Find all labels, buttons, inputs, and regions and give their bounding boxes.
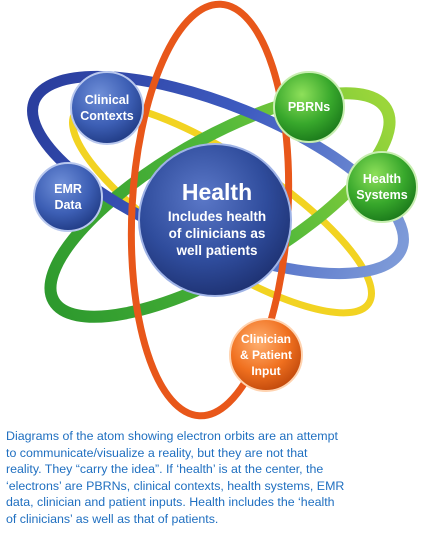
caption-line-2: to communicate/visualize a reality, but … bbox=[6, 445, 308, 460]
electron-clinical-contexts-line-2: Contexts bbox=[80, 109, 134, 123]
electron-health-systems-line-1: Health bbox=[363, 172, 401, 186]
caption-line-6: of clinicians’ as well as that of patien… bbox=[6, 511, 219, 526]
caption-line-5: data, clinician and patient inputs. Heal… bbox=[6, 495, 335, 510]
electron-clinician-patient-input: Clinician & Patient Input bbox=[229, 318, 303, 392]
electron-health-systems-line-2: Systems bbox=[356, 188, 407, 202]
electron-clinical-contexts-line-1: Clinical bbox=[85, 93, 129, 107]
electron-pbrns-label: PBRNs bbox=[288, 100, 330, 114]
electron-pbrns: PBRNs bbox=[273, 71, 345, 143]
caption: Diagrams of the atom showing electron or… bbox=[6, 428, 430, 528]
electron-clinician-patient-input-line-3: Input bbox=[251, 364, 280, 378]
atom-diagram-svg: Health Includes health of clinicians as … bbox=[27, 0, 418, 420]
caption-line-4: ‘electrons’ are PBRNs, clinical contexts… bbox=[6, 478, 345, 493]
electron-health-systems: Health Systems bbox=[346, 151, 418, 223]
electron-emr-data-line-2: Data bbox=[54, 198, 82, 212]
nucleus-title: Health bbox=[182, 179, 252, 205]
electron-pbrns-circle bbox=[273, 71, 345, 143]
atom-diagram: Health Includes health of clinicians as … bbox=[27, 0, 418, 420]
electron-clinician-patient-input-line-2: & Patient bbox=[240, 348, 292, 362]
electron-clinical-contexts-circle bbox=[70, 71, 144, 145]
nucleus-line-1: Includes health bbox=[168, 209, 266, 224]
caption-line-3: reality. They “carry the idea”. If ‘heal… bbox=[6, 462, 324, 477]
electron-emr-data: EMR Data bbox=[33, 162, 103, 232]
electron-health-systems-circle bbox=[346, 151, 418, 223]
caption-line-1: Diagrams of the atom showing electron or… bbox=[6, 429, 338, 443]
electron-clinician-patient-input-circle bbox=[229, 318, 303, 392]
electron-emr-data-line-1: EMR bbox=[54, 182, 82, 196]
nucleus-circle bbox=[138, 143, 292, 297]
nucleus-health: Health Includes health of clinicians as … bbox=[138, 143, 292, 297]
electron-emr-data-circle bbox=[33, 162, 103, 232]
nucleus-line-2: of clinicians as bbox=[169, 226, 266, 241]
electron-clinical-contexts: Clinical Contexts bbox=[70, 71, 144, 145]
nucleus-line-3: well patients bbox=[175, 243, 257, 258]
electron-clinician-patient-input-line-1: Clinician bbox=[241, 332, 291, 346]
